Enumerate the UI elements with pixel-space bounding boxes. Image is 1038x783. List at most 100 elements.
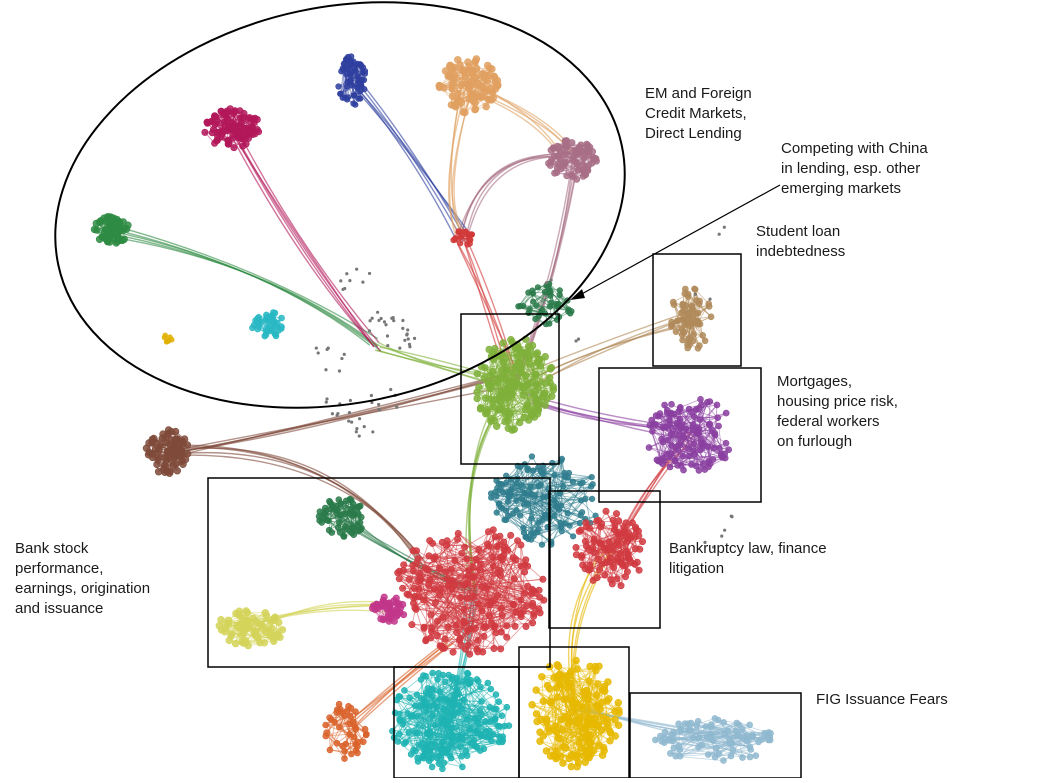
node-red: [459, 550, 465, 556]
node-red: [399, 585, 405, 591]
node-teal: [500, 490, 506, 496]
node-cyan_big: [467, 726, 473, 732]
node-cyan_big: [439, 740, 445, 746]
node-lime: [534, 410, 541, 417]
node-teal: [570, 479, 576, 485]
node-lime: [541, 380, 548, 387]
node-red: [465, 568, 471, 574]
node-red: [458, 594, 464, 600]
node-lime: [508, 392, 515, 399]
node-lime: [488, 418, 495, 425]
node-purple: [692, 451, 698, 457]
node-darkgreen: [342, 527, 348, 533]
node-red: [455, 530, 461, 536]
node-red: [410, 600, 416, 606]
bridge-edge-7: [534, 317, 690, 387]
node-red: [501, 539, 507, 545]
node-gold_big: [615, 699, 622, 706]
node-red_small: [468, 237, 474, 243]
node-brown: [176, 444, 183, 451]
bridge-edge-20: [234, 124, 378, 342]
node-teal: [529, 454, 535, 460]
node-orange: [449, 65, 456, 72]
node-teal: [543, 512, 549, 518]
node-tan: [695, 319, 701, 325]
node-navy: [336, 84, 342, 90]
node-cyan_big: [492, 716, 498, 722]
node-red: [454, 629, 460, 635]
node-red: [490, 563, 496, 569]
node-orange: [475, 80, 482, 87]
node-magenta: [202, 129, 208, 135]
node-red: [464, 556, 470, 562]
node-darkgreen: [324, 517, 330, 523]
node-magenta: [252, 115, 258, 121]
node-red: [416, 586, 422, 592]
node-purple: [689, 462, 695, 468]
node-teal: [589, 474, 595, 480]
node-darkgreen: [329, 530, 335, 536]
node-purple: [660, 425, 666, 431]
node-brown: [166, 470, 173, 477]
node-red: [431, 586, 437, 592]
node-orange: [454, 56, 461, 63]
node-red: [537, 594, 543, 600]
node-teal: [514, 498, 520, 504]
node-lime: [488, 396, 495, 403]
node-mauve: [568, 172, 574, 178]
node-tan: [687, 323, 693, 329]
node-gold_big: [553, 684, 560, 691]
node-cyan_big: [459, 706, 465, 712]
node-teal: [525, 492, 531, 498]
node-purple: [723, 440, 729, 446]
node-purple: [668, 432, 674, 438]
bridge-edge-16: [515, 164, 573, 382]
node-orange: [462, 109, 469, 116]
node-lime: [519, 384, 526, 391]
node-red_small: [458, 240, 464, 246]
node-red: [436, 565, 442, 571]
node-orange: [453, 101, 460, 108]
node-brown: [146, 440, 153, 447]
node-darkgreen: [341, 534, 347, 540]
node-darkgreen: [343, 498, 349, 504]
node-gold_big: [544, 682, 551, 689]
node-darkgreen: [357, 520, 363, 526]
node-red: [498, 646, 504, 652]
node-magenta: [231, 144, 237, 150]
node-red: [456, 637, 462, 643]
node-cyan_big: [465, 679, 471, 685]
node-yellowgreen: [216, 622, 223, 629]
node-red: [434, 618, 440, 624]
node-cyan_big: [432, 722, 438, 728]
node-cyan: [278, 326, 284, 332]
node-teal: [498, 504, 504, 510]
node-purple: [696, 431, 702, 437]
node-red: [493, 629, 499, 635]
node-red: [518, 611, 524, 617]
node-red: [486, 613, 492, 619]
node-mauve: [585, 167, 591, 173]
node-mauve: [570, 156, 576, 162]
node-teal: [521, 525, 527, 531]
node-cyan_big: [435, 676, 441, 682]
node-tan: [685, 293, 691, 299]
node-yellowgreen: [251, 631, 258, 638]
node-red_small: [463, 229, 469, 235]
node-cyan_big: [429, 713, 435, 719]
node-cyan_big: [493, 706, 499, 712]
node-red: [416, 594, 422, 600]
node-red: [494, 592, 500, 598]
node-magenta: [219, 130, 225, 136]
node-cyan_big: [443, 721, 449, 727]
node-green: [106, 235, 113, 242]
node-tan: [690, 338, 696, 344]
node-lime: [489, 368, 496, 375]
node-teal: [488, 491, 494, 497]
node-lime: [499, 406, 506, 413]
node-teal: [535, 530, 541, 536]
node-cyan: [254, 319, 260, 325]
node-cyan_big: [460, 737, 466, 743]
node-red: [454, 536, 460, 542]
node-cyan_big: [396, 731, 402, 737]
